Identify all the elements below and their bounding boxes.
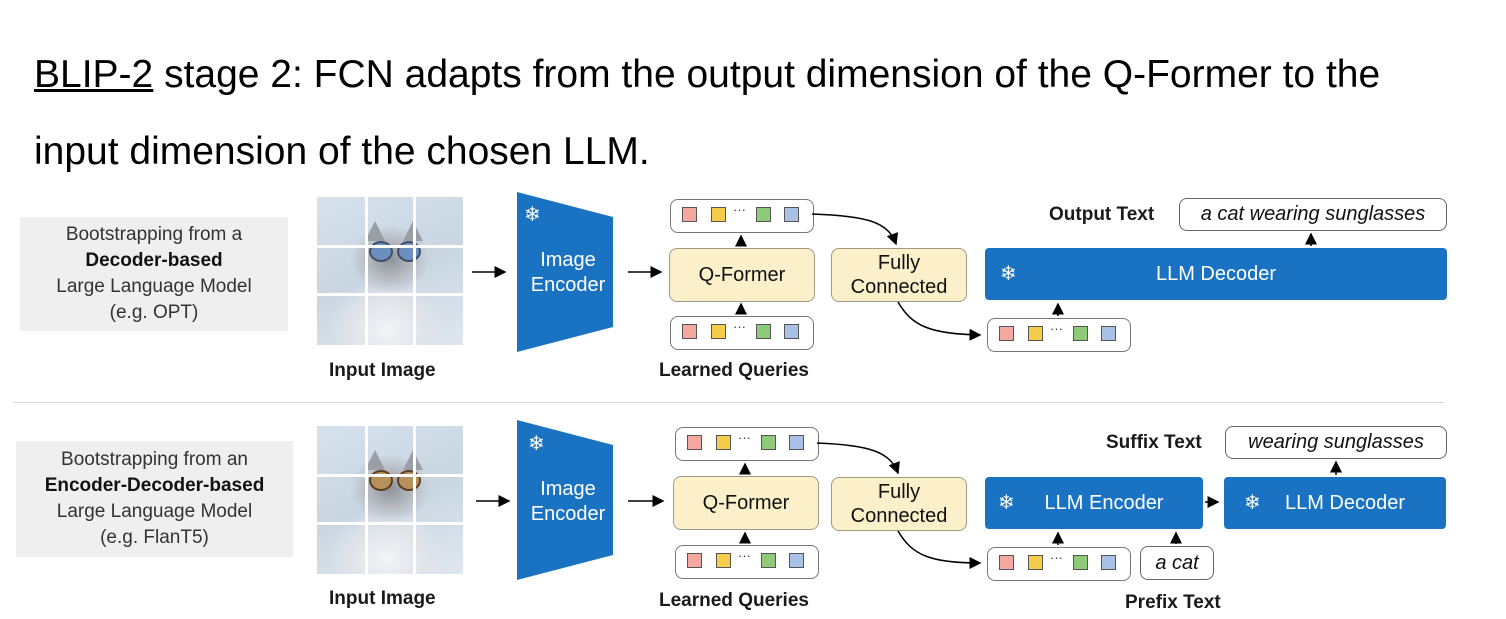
arrow [897,301,982,341]
llm-encoder-box: LLM Encoder [985,477,1203,529]
token [711,207,726,222]
token [1101,326,1116,341]
token [1073,326,1088,341]
token [682,324,697,339]
cat-input-image [317,426,463,574]
token [716,553,731,568]
token [687,553,702,568]
llm-decoder-box: LLM Decoder [985,248,1447,300]
side-bold: Encoder-Decoder-based [44,475,265,496]
prefix-text-box: a cat [1140,546,1214,580]
side-line: (e.g. FlanT5) [100,527,209,548]
output-text-box: a cat wearing sunglasses [1179,198,1447,231]
token [1073,555,1088,570]
token [784,324,799,339]
side-line: Bootstrapping from an [61,449,248,470]
snowflake-icon: ❄ [1000,263,1017,285]
heading-line-1: BLIP-2 stage 2: FCN adapts from the outp… [34,36,1484,113]
arrow [811,213,899,246]
ellipsis: ··· [738,548,751,563]
output-text-label: Output Text [1049,204,1155,225]
side-line: (e.g. OPT) [109,302,199,323]
prefix-text-label: Prefix Text [1125,592,1221,613]
slide-heading: BLIP-2 stage 2: FCN adapts from the outp… [34,36,1484,190]
fully-connected-box: Fully Connected [831,477,967,531]
token [756,207,771,222]
side-bold: Decoder-based [85,250,223,271]
encoder-decoder-based-description: Bootstrapping from an Encoder-Decoder-ba… [16,441,293,557]
ellipsis: ··· [733,202,746,217]
ellipsis: ··· [1050,321,1063,336]
token [761,435,776,450]
suffix-text-box: wearing sunglasses [1225,426,1447,459]
token [711,324,726,339]
token [682,207,697,222]
side-line: Bootstrapping from a [65,224,243,245]
heading-line-2: input dimension of the chosen LLM. [34,130,650,173]
llm-decoder-label: LLM Decoder [1155,262,1277,285]
learned-query-tokens: ··· [670,316,814,350]
projected-query-tokens: ··· [987,318,1131,352]
ellipsis: ··· [733,319,746,334]
q-former-box: Q-Former [669,248,815,302]
ellipsis: ··· [738,430,751,445]
llm-decoder-box: LLM Decoder [1224,477,1446,529]
heading-line1-text: stage 2: FCN adapts from the output dime… [153,53,1381,96]
arrow [816,442,900,475]
snowflake-icon: ❄ [998,492,1015,514]
token [1028,326,1043,341]
llm-encoder-label: LLM Encoder [1044,491,1164,514]
side-line: Large Language Model [56,276,252,297]
ellipsis: ··· [1050,550,1063,565]
blip2-link[interactable]: BLIP-2 [34,53,154,96]
projected-query-tokens: ··· [987,547,1131,581]
query-tokens-output: ··· [675,427,819,461]
snowflake-icon: ❄ [528,433,545,455]
image-encoder-label: Image Encoder [530,478,606,525]
token [784,207,799,222]
token [756,324,771,339]
input-image-caption: Input Image [329,588,436,609]
llm-decoder-label: LLM Decoder [1284,491,1406,514]
image-encoder-shape [517,420,613,580]
token [999,555,1014,570]
snowflake-icon: ❄ [1244,492,1261,514]
q-former-box: Q-Former [673,476,819,530]
arrow [897,530,982,569]
fully-connected-box: Fully Connected [831,248,967,302]
query-tokens-output: ··· [670,199,814,233]
learned-queries-caption: Learned Queries [659,590,809,611]
token [761,553,776,568]
token [789,435,804,450]
cat-input-image [317,197,463,345]
input-image-caption: Input Image [329,360,436,381]
suffix-text-label: Suffix Text [1106,432,1202,453]
token [716,435,731,450]
token [1028,555,1043,570]
decoder-based-description: Bootstrapping from a Decoder-based Large… [20,217,288,331]
token [789,553,804,568]
learned-query-tokens: ··· [675,545,819,579]
image-encoder-label: Image Encoder [530,249,606,296]
snowflake-icon: ❄ [524,204,541,226]
token [999,326,1014,341]
row-divider [14,402,1444,403]
token [1101,555,1116,570]
side-line: Large Language Model [56,501,253,522]
image-encoder-shape [517,192,613,352]
token [687,435,702,450]
learned-queries-caption: Learned Queries [659,360,809,381]
